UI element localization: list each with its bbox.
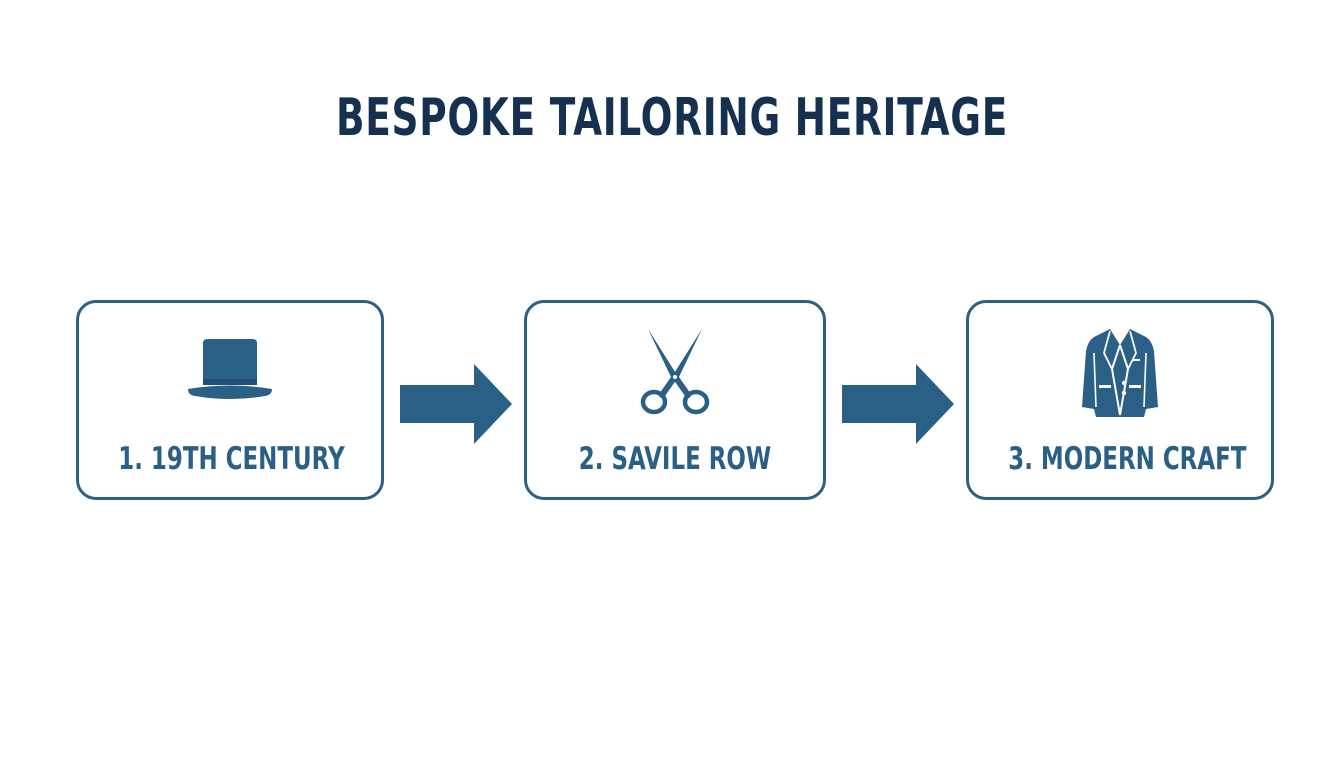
step-label: 1. 19TH CENTURY xyxy=(118,441,345,477)
step-box-modern-craft: 3. MODERN CRAFT xyxy=(966,300,1274,500)
arrow-right-icon xyxy=(842,364,954,444)
step-label: 3. MODERN CRAFT xyxy=(1008,441,1247,477)
top-hat-icon xyxy=(188,339,272,399)
scissors-icon xyxy=(640,329,710,415)
arrow-right-icon xyxy=(400,364,512,444)
step-box-19th-century: 1. 19TH CENTURY xyxy=(76,300,384,500)
diagram-title: BESPOKE TAILORING HERITAGE xyxy=(335,88,1009,148)
step-label: 2. SAVILE ROW xyxy=(578,441,772,477)
suit-jacket-icon xyxy=(1082,329,1158,417)
step-box-savile-row: 2. SAVILE ROW xyxy=(524,300,826,500)
